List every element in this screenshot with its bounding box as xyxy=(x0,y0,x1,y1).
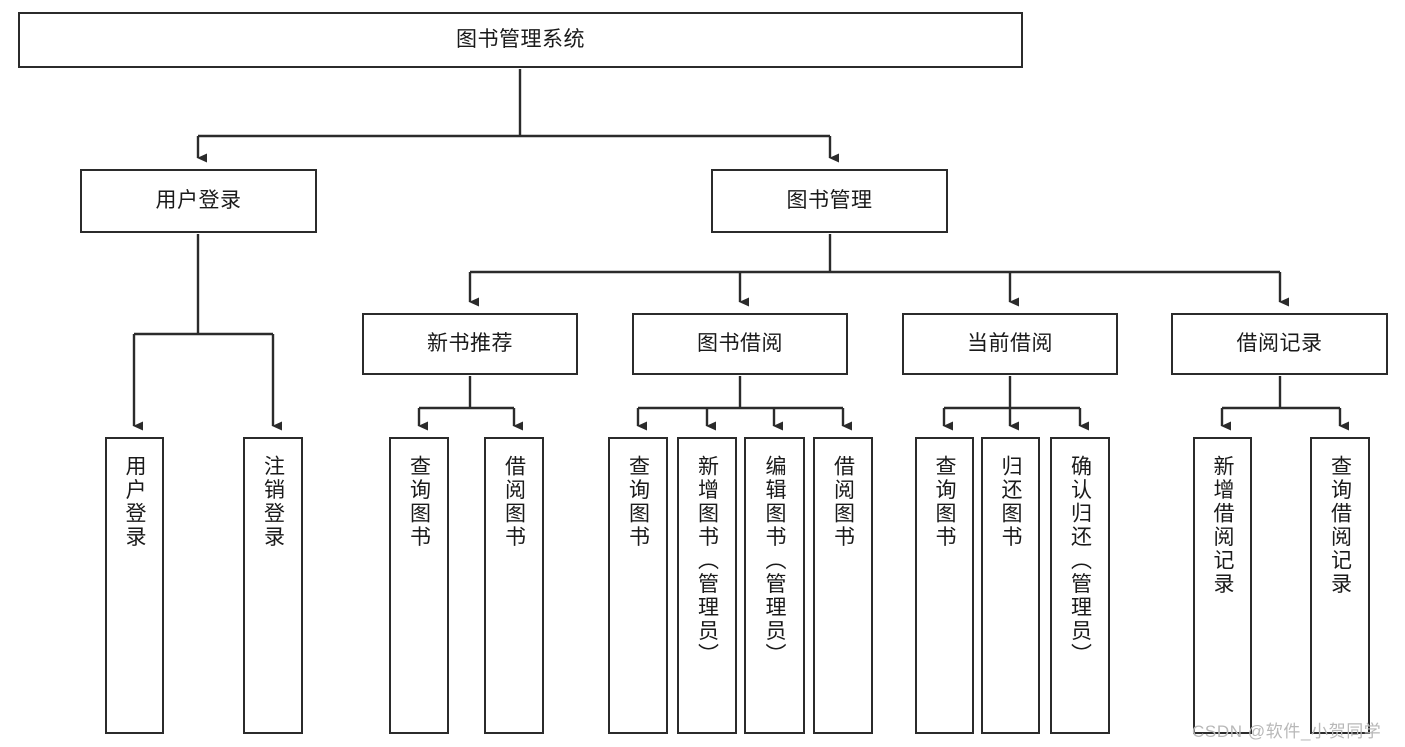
node-leaf-query-books-2[interactable]: 查询图书 xyxy=(608,437,668,734)
node-book-management[interactable]: 图书管理 xyxy=(711,169,948,233)
node-borrow-record[interactable]: 借阅记录 xyxy=(1171,313,1388,375)
node-leaf-return-book[interactable]: 归还图书 xyxy=(981,437,1040,734)
node-current-borrow[interactable]: 当前借阅 xyxy=(902,313,1118,375)
node-leaf-query-books-3[interactable]: 查询图书 xyxy=(915,437,974,734)
node-label: 新增借阅记录 xyxy=(1211,455,1234,596)
node-label: 借阅图书 xyxy=(502,455,526,549)
node-leaf-query-record[interactable]: 查询借阅记录 xyxy=(1310,437,1370,734)
node-label: 查询图书 xyxy=(407,455,431,549)
node-leaf-add-book[interactable]: 新增图书（管理员） xyxy=(677,437,737,734)
node-leaf-add-record[interactable]: 新增借阅记录 xyxy=(1193,437,1252,734)
node-label: 注销登录 xyxy=(261,455,285,549)
node-label: 图书管理 xyxy=(786,188,873,212)
node-label: 当前借阅 xyxy=(967,331,1053,355)
node-leaf-user-login[interactable]: 用户登录 xyxy=(105,437,164,734)
node-label: 查询图书 xyxy=(933,455,956,549)
csdn-watermark: CSDN @软件_小贺同学 xyxy=(1192,722,1382,741)
node-leaf-borrow-books-2[interactable]: 借阅图书 xyxy=(813,437,873,734)
node-leaf-user-logout[interactable]: 注销登录 xyxy=(243,437,303,734)
node-book-borrow[interactable]: 图书借阅 xyxy=(632,313,848,375)
node-label: 新增图书（管理员） xyxy=(695,455,719,667)
node-label: 确认归还（管理员） xyxy=(1068,455,1092,667)
node-root-system[interactable]: 图书管理系统 xyxy=(18,12,1023,68)
node-label: 借阅图书 xyxy=(831,455,855,549)
node-leaf-borrow-books-1[interactable]: 借阅图书 xyxy=(484,437,544,734)
node-label: 查询图书 xyxy=(626,455,650,549)
node-label: 编辑图书（管理员） xyxy=(763,455,786,667)
node-user-login[interactable]: 用户登录 xyxy=(80,169,317,233)
node-new-book-recommend[interactable]: 新书推荐 xyxy=(362,313,578,375)
node-label: 借阅记录 xyxy=(1236,331,1323,355)
node-leaf-edit-book[interactable]: 编辑图书（管理员） xyxy=(744,437,805,734)
node-leaf-query-books-1[interactable]: 查询图书 xyxy=(389,437,449,734)
node-label: 图书借阅 xyxy=(697,331,783,355)
node-label: 新书推荐 xyxy=(427,331,513,355)
node-label: 用户登录 xyxy=(155,188,242,212)
node-leaf-confirm-return[interactable]: 确认归还（管理员） xyxy=(1050,437,1110,734)
node-label: 查询借阅记录 xyxy=(1328,455,1352,596)
node-label: 图书管理系统 xyxy=(456,27,585,51)
node-label: 用户登录 xyxy=(123,455,146,549)
node-label: 归还图书 xyxy=(999,455,1022,549)
